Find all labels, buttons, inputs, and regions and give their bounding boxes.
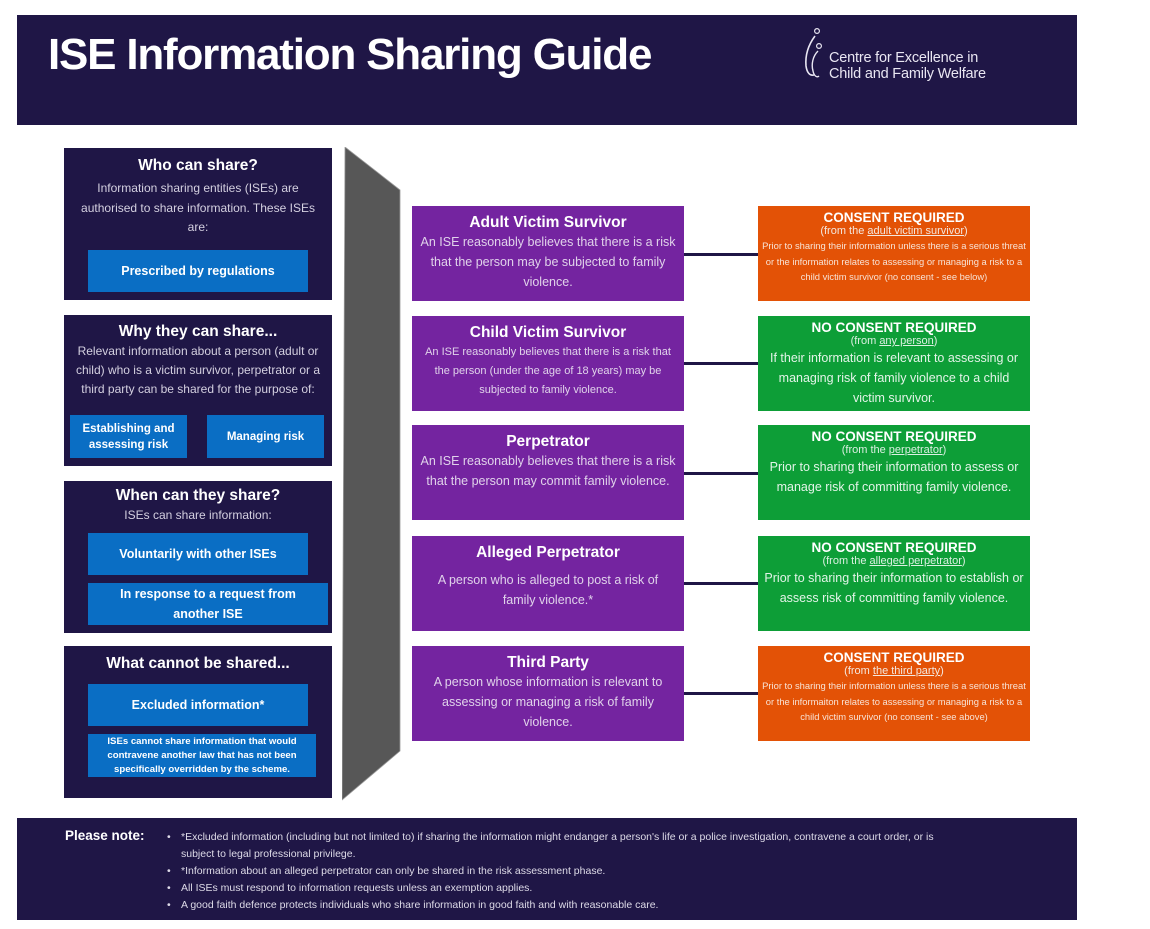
cfecfw-logo-icon bbox=[805, 27, 823, 78]
prescribed-by-regulations-box: Prescribed by regulations bbox=[88, 250, 308, 292]
panel-who-can-share: Who can share? Information sharing entit… bbox=[64, 148, 332, 300]
panel-title: Who can share? bbox=[138, 157, 258, 174]
panel-body: Relevant information about a person (adu… bbox=[75, 344, 321, 396]
consent-from-party: the third party bbox=[872, 665, 941, 677]
category-title: Third Party bbox=[507, 654, 589, 671]
consent-box-alleged-perpetrator: NO CONSENT REQUIRED (from the alleged pe… bbox=[758, 536, 1030, 631]
connector-line bbox=[684, 472, 758, 475]
connector-line bbox=[684, 582, 758, 585]
consent-detail: Prior to sharing their information to as… bbox=[769, 460, 1019, 494]
category-title: Alleged Perpetrator bbox=[476, 544, 620, 561]
connector-line bbox=[684, 253, 758, 256]
notes-list: *Excluded information (including but not… bbox=[167, 829, 1067, 914]
category-child-victim-survivor: Child Victim Survivor An ISE reasonably … bbox=[412, 316, 684, 411]
connector-line bbox=[684, 362, 758, 365]
category-description: An ISE reasonably believes that there is… bbox=[420, 454, 676, 488]
organisation-logo: Centre for Excellence in Child and Famil… bbox=[800, 26, 1020, 86]
category-title: Child Victim Survivor bbox=[469, 324, 627, 341]
category-description: An ISE reasonably believes that there is… bbox=[420, 235, 676, 289]
in-response-to-request-box: In response to a request from another IS… bbox=[88, 583, 328, 625]
consent-box-perpetrator: NO CONSENT REQUIRED (from the perpetrato… bbox=[758, 425, 1030, 520]
consent-status: NO CONSENT REQUIRED bbox=[811, 540, 977, 555]
consent-status: NO CONSENT REQUIRED bbox=[811, 320, 977, 335]
category-description: A person who is alleged to post a risk o… bbox=[437, 573, 659, 607]
consent-status: NO CONSENT REQUIRED bbox=[811, 429, 977, 444]
consent-box-child-victim-survivor: NO CONSENT REQUIRED (from any person) If… bbox=[758, 316, 1030, 411]
consent-detail: Prior to sharing their information unles… bbox=[762, 240, 1026, 282]
flow-arrow-shape bbox=[342, 147, 401, 801]
note-item: *Information about an alleged perpetrato… bbox=[167, 863, 1067, 880]
consent-detail: Prior to sharing their information to es… bbox=[764, 571, 1024, 605]
managing-risk-box: Managing risk bbox=[207, 415, 324, 458]
consent-from: (from the alleged perpetrator) bbox=[822, 555, 966, 567]
consent-from: (from any person) bbox=[850, 335, 938, 347]
consent-detail: Prior to sharing their information unles… bbox=[762, 680, 1026, 722]
page-title: ISE Information Sharing Guide bbox=[48, 30, 652, 79]
consent-from-party: adult victim survivor bbox=[867, 225, 964, 237]
panel-body: Information sharing entities (ISEs) are … bbox=[81, 181, 315, 234]
notes-label: Please note: bbox=[65, 828, 145, 843]
logo-text: Centre for Excellence in Child and Famil… bbox=[829, 50, 986, 82]
panel-title: When can they share? bbox=[115, 487, 281, 504]
consent-from: (from the third party) bbox=[844, 665, 944, 677]
category-description: A person whose information is relevant t… bbox=[433, 675, 663, 729]
logo-line-2: Child and Family Welfare bbox=[829, 66, 986, 82]
footer-notes: Please note: *Excluded information (incl… bbox=[17, 818, 1077, 920]
category-adult-victim-survivor: Adult Victim Survivor An ISE reasonably … bbox=[412, 206, 684, 301]
consent-status: CONSENT REQUIRED bbox=[823, 650, 965, 665]
connector-line bbox=[684, 692, 758, 695]
consent-box-adult-victim-survivor: CONSENT REQUIRED (from the adult victim … bbox=[758, 206, 1030, 301]
header-banner bbox=[17, 15, 1077, 125]
category-title: Perpetrator bbox=[506, 433, 590, 450]
consent-detail: If their information is relevant to asse… bbox=[769, 351, 1019, 405]
category-perpetrator: Perpetrator An ISE reasonably believes t… bbox=[412, 425, 684, 520]
consent-from: (from the adult victim survivor) bbox=[820, 225, 968, 237]
panel-why-they-can-share: Why they can share... Relevant informati… bbox=[64, 315, 332, 466]
consent-from: (from the perpetrator) bbox=[841, 444, 947, 456]
panel-when-can-they-share: When can they share? ISEs can share info… bbox=[64, 481, 332, 633]
consent-from-party: perpetrator bbox=[888, 444, 943, 456]
panel-title: Why they can share... bbox=[118, 323, 278, 340]
voluntarily-box: Voluntarily with other ISEs bbox=[88, 533, 308, 575]
note-item: A good faith defence protects individual… bbox=[167, 897, 1067, 914]
consent-from-party: any person bbox=[879, 335, 934, 347]
contravene-law-box: ISEs cannot share information that would… bbox=[88, 734, 316, 777]
logo-line-1: Centre for Excellence in bbox=[829, 50, 979, 66]
category-title: Adult Victim Survivor bbox=[469, 214, 627, 231]
establishing-assessing-risk-box: Establishing and assessing risk bbox=[70, 415, 187, 458]
category-description: An ISE reasonably believes that there is… bbox=[425, 346, 671, 396]
note-item: All ISEs must respond to information req… bbox=[167, 880, 1067, 897]
consent-box-third-party: CONSENT REQUIRED (from the third party) … bbox=[758, 646, 1030, 741]
category-alleged-perpetrator: Alleged Perpetrator A person who is alle… bbox=[412, 536, 684, 631]
panel-what-cannot-be-shared: What cannot be shared... Excluded inform… bbox=[64, 646, 332, 798]
excluded-information-box: Excluded information* bbox=[88, 684, 308, 726]
consent-status: CONSENT REQUIRED bbox=[823, 210, 965, 225]
panel-title: What cannot be shared... bbox=[106, 655, 290, 672]
panel-body: ISEs can share information: bbox=[124, 508, 272, 522]
consent-from-party: alleged perpetrator bbox=[869, 555, 962, 567]
note-item: *Excluded information (including but not… bbox=[167, 829, 941, 863]
category-third-party: Third Party A person whose information i… bbox=[412, 646, 684, 741]
